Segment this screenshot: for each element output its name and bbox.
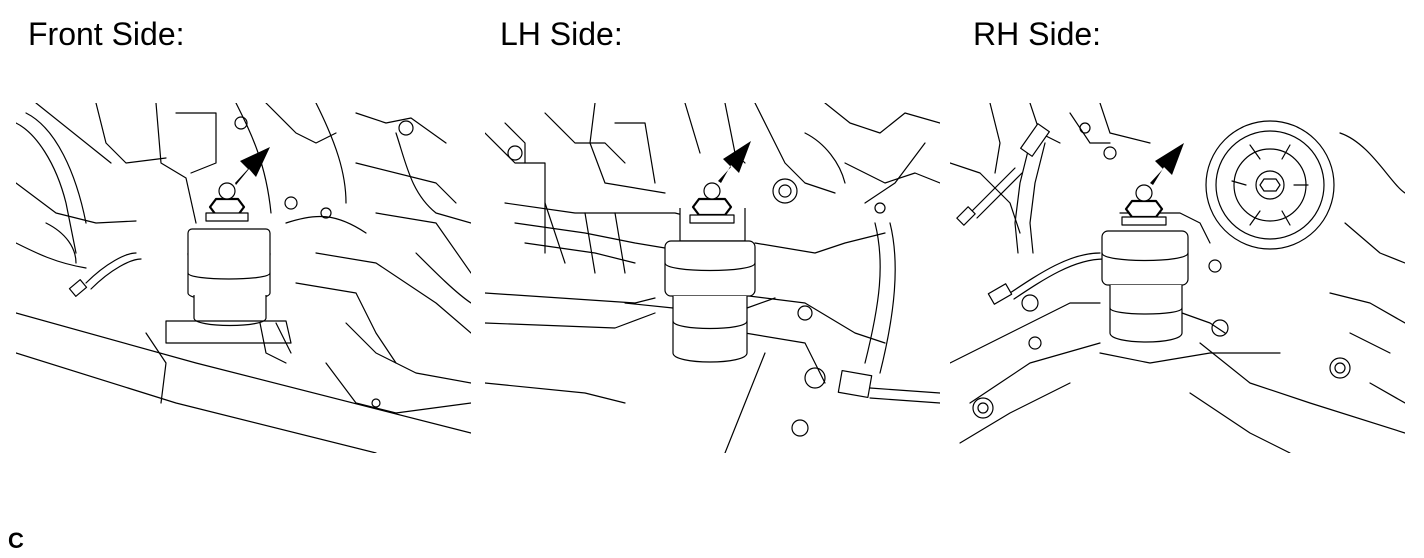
front-side-illustration	[16, 103, 471, 453]
lh-side-title: LH Side:	[500, 16, 623, 52]
pointer-arrow-icon-lh	[718, 141, 751, 183]
pointer-arrow-icon	[235, 147, 270, 185]
rh-side-title: RH Side:	[973, 16, 1102, 52]
lh-side-illustration	[485, 103, 940, 453]
pointer-arrow-icon-rh	[1150, 143, 1184, 185]
lh-side-drawing	[485, 103, 940, 453]
front-side-drawing	[16, 103, 471, 453]
rh-side-illustration	[950, 103, 1405, 453]
illustration-code: C	[8, 528, 24, 553]
rh-side-drawing	[950, 103, 1405, 453]
front-side-title: Front Side:	[28, 16, 185, 52]
